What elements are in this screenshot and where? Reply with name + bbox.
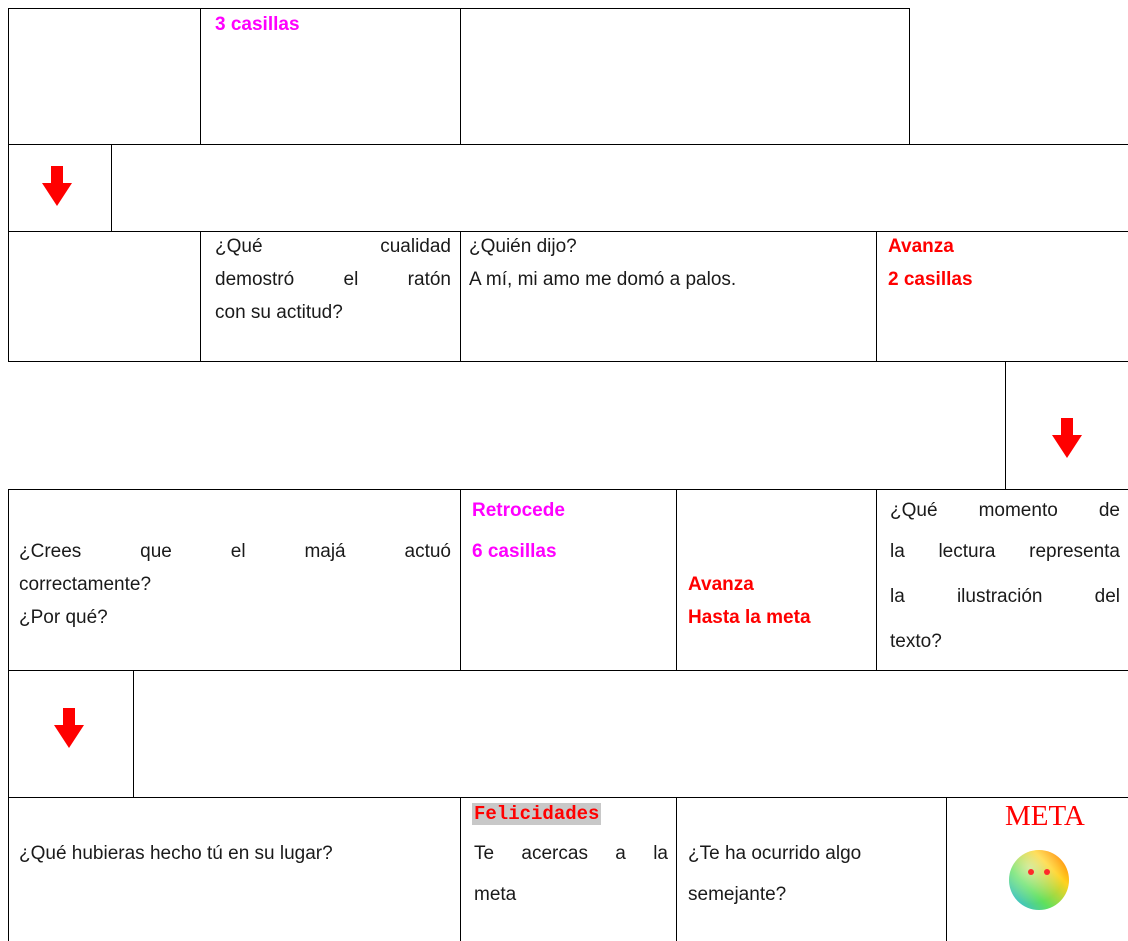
- grid-line: [8, 489, 1128, 490]
- smiley-icon: [1009, 850, 1069, 910]
- text-line: Retrocede: [472, 500, 565, 521]
- text-line: demostró el ratón: [215, 269, 451, 290]
- text-line: ¿Por qué?: [19, 607, 108, 628]
- grid-line: [133, 670, 134, 798]
- text-line: 6 casillas: [472, 541, 557, 562]
- text-line: ¿Te ha ocurrido algo: [688, 843, 862, 864]
- grid-line: [460, 8, 461, 144]
- grid-line: [8, 8, 910, 9]
- text-line: 2 casillas: [888, 269, 973, 290]
- congrats-label: Felicidades: [472, 803, 602, 825]
- text-line: ¿Crees que el majá actuó: [19, 541, 451, 562]
- grid-line: [676, 797, 677, 941]
- grid-line: [8, 8, 9, 144]
- text-line: meta: [474, 884, 517, 905]
- grid-line: [676, 489, 677, 670]
- grid-line: [8, 144, 1128, 145]
- text-line: ¿Quién dijo?: [469, 236, 577, 257]
- grid-line: [876, 231, 877, 362]
- grid-line: [8, 670, 9, 798]
- grid-line: [111, 144, 112, 232]
- grid-line: [909, 8, 910, 144]
- grid-line: [8, 797, 9, 941]
- text-line: correctamente?: [19, 574, 152, 595]
- grid-line: [946, 797, 947, 941]
- grid-line: [460, 231, 461, 362]
- grid-line: [876, 489, 877, 670]
- grid-line: [8, 144, 9, 232]
- text-line: Hasta la meta: [688, 607, 811, 628]
- grid-line: [460, 797, 461, 941]
- down-arrow-icon: [54, 708, 84, 748]
- text-line: semejante?: [688, 884, 787, 905]
- text-line: ¿Qué momento de: [890, 500, 1120, 521]
- grid-line: [200, 8, 201, 144]
- text-line: con su actitud?: [215, 302, 343, 323]
- text-line: Te acercas a la: [474, 843, 668, 864]
- grid-line: [8, 797, 1128, 798]
- text-line: texto?: [890, 631, 942, 652]
- down-arrow-icon: [42, 166, 72, 206]
- text-line: Felicidades: [472, 797, 602, 831]
- grid-line: [8, 231, 9, 362]
- text-line: Avanza: [688, 574, 754, 595]
- grid-line: [460, 489, 461, 670]
- goal-title: META: [1005, 800, 1085, 832]
- grid-line: [1005, 361, 1006, 489]
- text-line: ¿Qué cualidad: [215, 236, 451, 257]
- grid-line: [8, 670, 1128, 671]
- grid-line: [8, 489, 9, 670]
- grid-line: [8, 361, 1128, 362]
- down-arrow-icon: [1052, 418, 1082, 458]
- grid-line: [200, 231, 201, 362]
- text-line: la lectura representa: [890, 541, 1120, 562]
- text-line: A mí, mi amo me domó a palos.: [469, 269, 737, 290]
- row7-cell-question: ¿Qué hubieras hecho tú en su lugar?: [19, 843, 333, 864]
- text-line: Avanza: [888, 236, 954, 257]
- grid-line: [8, 231, 1128, 232]
- text-line: la ilustración del: [890, 586, 1120, 607]
- row1-cell-advance: 3 casillas: [215, 14, 300, 35]
